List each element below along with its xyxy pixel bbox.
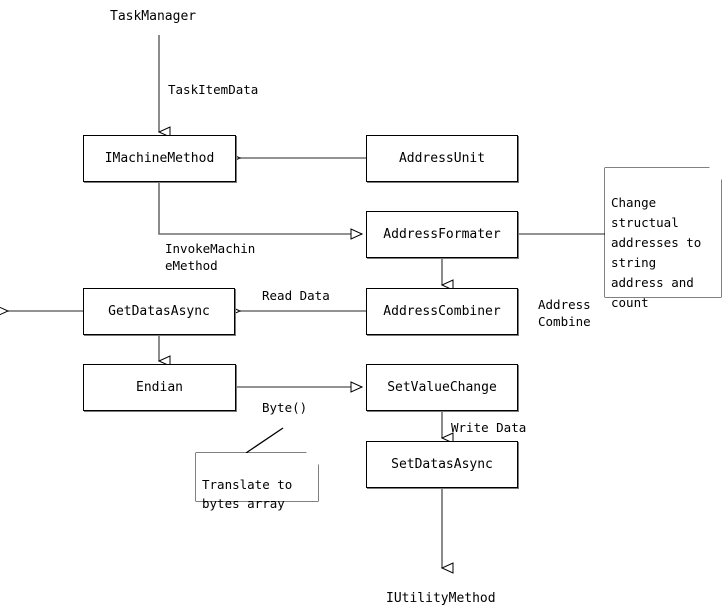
note-translate-text: Translate to bytes array	[202, 477, 293, 511]
edge-imachinemethod-to-addressformater	[158, 182, 364, 240]
node-setvaluechange[interactable]: SetValueChange	[366, 364, 518, 411]
edge-label-byte: Byte()	[262, 400, 308, 415]
edge-label-addresscombine: Address Combine	[538, 297, 591, 329]
endpoint-label-iutilitymethod: IUtilityMethod	[386, 591, 496, 606]
note-leader-line	[242, 427, 284, 456]
endpoint-label-taskmanager: TaskManager	[110, 9, 197, 24]
node-endian[interactable]: Endian	[83, 364, 236, 411]
node-addressunit[interactable]: AddressUnit	[366, 135, 518, 182]
note-address-change: Change structual addresses to string add…	[605, 168, 721, 310]
node-addresscombiner[interactable]: AddressCombiner	[366, 288, 518, 335]
note-address-change-text: Change structual addresses to string add…	[611, 195, 702, 310]
edge-label-invokemachinemethod: InvokeMachin eMethod	[165, 241, 256, 273]
node-setdatasasync[interactable]: SetDatasAsync	[366, 441, 518, 488]
note-translate: Translate to bytes array	[196, 453, 318, 511]
node-addressformater[interactable]: AddressFormater	[366, 211, 518, 258]
edge-label-readdata: Read Data	[262, 288, 330, 303]
node-getdatasasync[interactable]: GetDatasAsync	[83, 288, 235, 335]
edge-label-taskitemdata: TaskItemData	[168, 82, 259, 97]
edge-label-writedata: Write Data	[451, 420, 527, 435]
node-imachinemethod[interactable]: IMachineMethod	[83, 135, 236, 182]
